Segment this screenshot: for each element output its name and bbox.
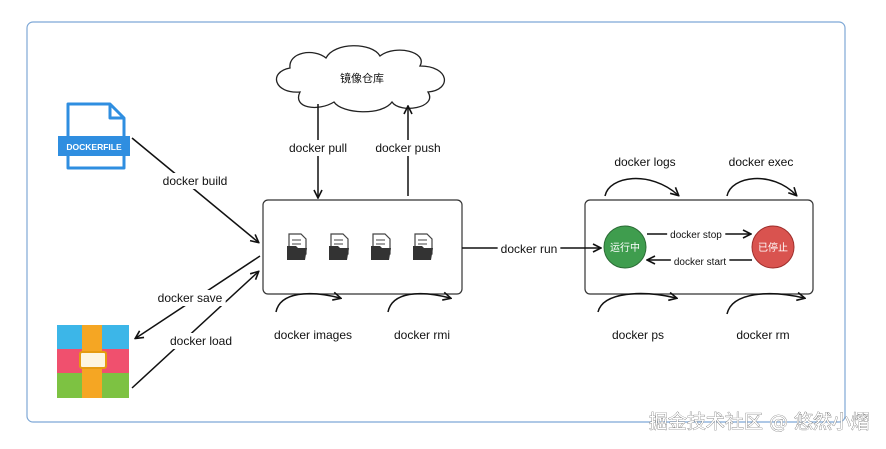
dockerfile-icon: DOCKERFILE	[58, 102, 130, 170]
rmi-loop-arrow	[387, 294, 450, 313]
stop-label: docker stop	[670, 230, 722, 241]
image-file-icon	[371, 233, 391, 260]
label-background	[611, 154, 679, 170]
image-file-icon	[329, 233, 349, 260]
command-labels: docker build docker pull docker push docker…	[154, 140, 797, 349]
start-label: docker start	[674, 257, 726, 268]
pull-label: docker pull	[289, 141, 347, 155]
image-icons	[287, 233, 433, 260]
running-label: 运行中	[610, 241, 640, 254]
label-background	[670, 256, 730, 269]
ps-label: docker ps	[612, 328, 664, 342]
load-label: docker load	[170, 334, 232, 348]
logs-label: docker logs	[614, 155, 675, 169]
label-background	[166, 333, 236, 349]
images-loop-arrow	[275, 294, 340, 313]
label-background	[154, 290, 226, 306]
label-background	[725, 154, 797, 170]
stopped-label: 已停止	[758, 241, 788, 254]
push-label: docker push	[375, 141, 440, 155]
registry-cloud: 镜像仓库	[275, 45, 446, 113]
image-file-icon	[287, 233, 307, 260]
label-background	[497, 241, 561, 257]
label-background	[608, 327, 668, 343]
save-label: docker save	[158, 291, 223, 305]
running-state	[603, 225, 647, 269]
images-label: docker images	[274, 328, 352, 342]
label-background	[372, 140, 444, 156]
build-arrow	[131, 137, 258, 242]
exec-label: docker exec	[729, 155, 794, 169]
label-background	[733, 327, 793, 343]
run-label: docker run	[501, 242, 558, 256]
rm-label: docker rm	[736, 328, 789, 342]
container-box	[584, 199, 814, 295]
watermark: 掘金技术社区 @ 悠然小熠	[649, 411, 870, 433]
rmi-label: docker rmi	[394, 328, 450, 342]
registry-label: 镜像仓库	[340, 71, 384, 85]
archive-package-icon	[57, 325, 129, 398]
ps-loop-arrow	[597, 294, 676, 313]
images-box	[262, 199, 463, 295]
cloud-icon	[275, 45, 446, 113]
build-label: docker build	[163, 174, 228, 188]
label-background	[390, 327, 454, 343]
label-background	[667, 229, 726, 242]
stopped-state	[751, 225, 795, 269]
load-arrow	[131, 272, 258, 389]
label-background	[159, 173, 231, 189]
exec-loop-arrow	[726, 177, 796, 196]
rm-loop-arrow	[726, 294, 804, 315]
label-background	[285, 140, 351, 156]
label-background	[270, 327, 356, 343]
image-file-icon	[413, 233, 433, 260]
dockerfile-label: DOCKERFILE	[66, 142, 122, 152]
logs-loop-arrow	[604, 177, 678, 196]
